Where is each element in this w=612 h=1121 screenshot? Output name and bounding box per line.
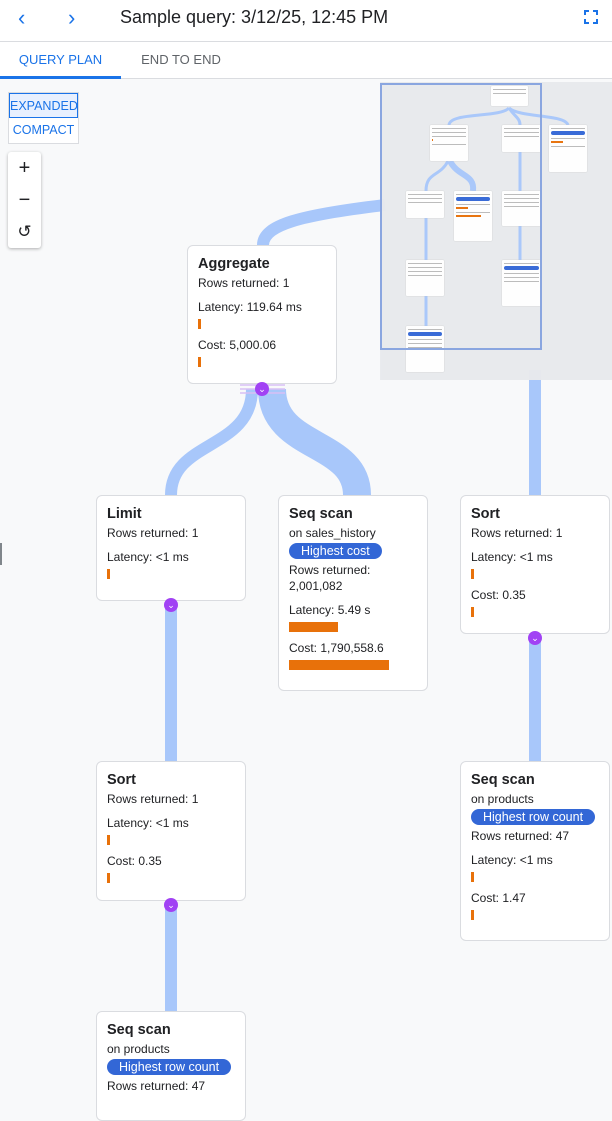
edge-parent-aggregate	[257, 199, 386, 246]
rows-returned: Rows returned: 1	[198, 276, 290, 290]
node-title: Seq scan	[471, 772, 535, 788]
cost: Cost: 0.35	[471, 588, 526, 602]
latency: Latency: 119.64 ms	[198, 300, 302, 314]
cost-bar	[289, 660, 389, 670]
reset-zoom-button[interactable]: ↺	[17, 222, 32, 241]
latency-bar	[107, 835, 110, 845]
tab-query-plan[interactable]: QUERY PLAN	[0, 42, 121, 79]
cost-bar	[471, 910, 474, 920]
node-target: on sales_history	[289, 526, 376, 540]
node-target: on products	[471, 792, 534, 806]
minimap-node	[491, 86, 528, 106]
node-aggregate[interactable]: Aggregate Rows returned: 1 Latency: 119.…	[187, 245, 337, 384]
header: ‹ › Sample query: 3/12/25, 12:45 PM	[0, 0, 612, 42]
cost: Cost: 0.35	[107, 854, 162, 868]
latency-bar	[198, 319, 201, 329]
minimap-node	[430, 125, 468, 161]
zoom-in-button[interactable]: +	[18, 157, 31, 179]
fullscreen-icon[interactable]	[584, 10, 598, 24]
expanded-button[interactable]: EXPANDED	[9, 93, 78, 118]
node-seq-scan-products-bottom[interactable]: Seq scan on products Highest row count R…	[96, 1011, 246, 1121]
chevron-right-icon[interactable]: ›	[68, 5, 76, 30]
node-sort-left[interactable]: Sort Rows returned: 1 Latency: <1 ms Cos…	[96, 761, 246, 901]
minimap-node	[454, 191, 492, 241]
latency: Latency: <1 ms	[471, 853, 553, 867]
rows-returned: Rows returned: 1	[107, 792, 199, 806]
resize-handle[interactable]	[0, 543, 2, 565]
rows-returned-value: 2,001,082	[289, 579, 343, 593]
minimap-node	[502, 260, 541, 306]
expand-chevron-icon[interactable]: ⌄	[164, 598, 178, 612]
latency: Latency: 5.49 s	[289, 603, 371, 617]
latency-bar	[289, 622, 338, 632]
latency-bar	[471, 872, 474, 882]
rows-returned: Rows returned: 1	[107, 526, 199, 540]
zoom-out-button[interactable]: −	[18, 189, 31, 211]
node-title: Sort	[471, 506, 500, 522]
node-title: Seq scan	[107, 1022, 171, 1038]
cost: Cost: 1.47	[471, 891, 526, 905]
cost-bar	[198, 357, 201, 367]
latency: Latency: <1 ms	[107, 550, 189, 564]
latency: Latency: <1 ms	[107, 816, 189, 830]
node-target: on products	[107, 1042, 170, 1056]
node-title: Seq scan	[289, 506, 353, 522]
status-badge: Highest cost	[289, 543, 382, 559]
rows-returned: Rows returned:	[289, 563, 371, 577]
minimap-node	[502, 191, 541, 226]
rows-returned: Rows returned: 1	[471, 526, 563, 540]
edge-aggregate-limit	[165, 388, 258, 496]
rows-returned: Rows returned: 47	[471, 829, 570, 843]
edge-aggregate-seqscan	[258, 387, 371, 497]
node-seq-scan-sales-history[interactable]: Seq scan on sales_history Highest cost R…	[278, 495, 428, 691]
cost: Cost: 5,000.06	[198, 338, 277, 352]
chevron-left-icon[interactable]: ‹	[18, 5, 26, 30]
node-sort-right[interactable]: Sort Rows returned: 1 Latency: <1 ms Cos…	[460, 495, 610, 634]
view-toggle: EXPANDED COMPACT	[8, 92, 79, 144]
zoom-controls: + − ↺	[8, 152, 41, 248]
compact-button[interactable]: COMPACT	[12, 123, 75, 137]
expand-chevron-icon[interactable]: ⌄	[255, 382, 269, 396]
rows-returned: Rows returned: 47	[107, 1079, 206, 1093]
latency: Latency: <1 ms	[471, 550, 553, 564]
node-limit[interactable]: Limit Rows returned: 1 Latency: <1 ms	[96, 495, 246, 601]
status-badge: Highest row count	[107, 1059, 232, 1075]
minimap-node	[406, 260, 444, 296]
status-badge: Highest row count	[471, 809, 596, 825]
page-title: Sample query: 3/12/25, 12:45 PM	[120, 7, 389, 27]
tab-bar: QUERY PLAN END TO END	[0, 42, 612, 79]
node-title: Aggregate	[198, 256, 270, 272]
node-seq-scan-products-right[interactable]: Seq scan on products Highest row count R…	[460, 761, 610, 941]
expand-chevron-icon[interactable]: ⌄	[528, 631, 542, 645]
minimap-viewport[interactable]	[380, 83, 542, 350]
cost-bar	[107, 873, 110, 883]
latency-bar	[107, 569, 110, 579]
minimap-node	[549, 125, 587, 172]
minimap-node	[406, 191, 444, 218]
minimap-node	[502, 125, 541, 152]
latency-bar	[471, 569, 474, 579]
node-title: Limit	[107, 506, 142, 522]
expand-chevron-icon[interactable]: ⌄	[164, 898, 178, 912]
tab-end-to-end[interactable]: END TO END	[141, 52, 221, 67]
cost: Cost: 1,790,558.6	[289, 641, 384, 655]
node-title: Sort	[107, 772, 136, 788]
cost-bar	[471, 607, 474, 617]
